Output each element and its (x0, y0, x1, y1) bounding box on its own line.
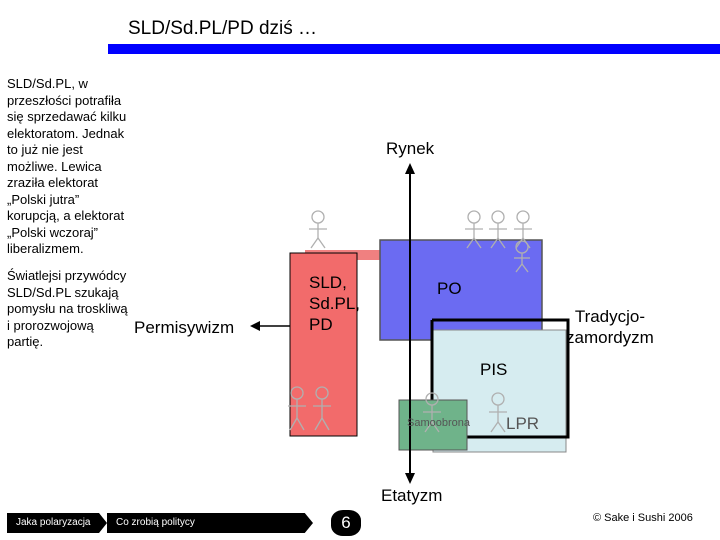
voter-figure (288, 386, 306, 431)
sld-label: SLD, Sd.PL, PD (309, 273, 361, 334)
title-underline-bar (108, 44, 720, 54)
voter-figure (423, 392, 441, 433)
intro-paragraph: SLD/Sd.PL, w przeszłości potrafiła się s… (7, 76, 127, 256)
permisywizm-label: Permisywizm (134, 318, 235, 337)
tradycjo-label: Tradycjo- zamordyzm (566, 307, 654, 347)
voter-figure (489, 392, 507, 433)
pis-label: PIS (480, 360, 508, 379)
copyright-text: © Sake i Sushi 2006 (593, 512, 693, 524)
voter-figure (514, 240, 530, 273)
axis-label-bottom: Etatyzm (381, 486, 443, 505)
axis-label-top: Rynek (386, 139, 435, 158)
page-title: SLD/Sd.PL/PD dziś … (128, 18, 318, 39)
voter-figure (309, 210, 327, 249)
axis-arrow-down (405, 473, 415, 484)
tradycjo-outline (430, 318, 570, 439)
permisywizm-arrow-head (250, 321, 260, 331)
co-zrobia-politycy-button[interactable]: Co zrobią politycy (107, 513, 313, 533)
axis-arrow-up (405, 163, 415, 174)
po-box (379, 239, 543, 341)
leaders-paragraph: Światlejsi przywódcy SLD/Sd.PL szukają p… (7, 268, 128, 349)
voter-figure (489, 210, 507, 249)
lpr-label: LPR (506, 414, 540, 433)
voter-figure (465, 210, 483, 249)
voter-figures (288, 210, 532, 433)
jaka-polaryzacja-button[interactable]: Jaka polaryzacja (7, 513, 107, 533)
voter-figure (313, 386, 331, 431)
samoobrona-label: Samoobrona (407, 417, 470, 429)
po-label: PO (437, 279, 462, 298)
page-number: 6 (331, 510, 361, 536)
